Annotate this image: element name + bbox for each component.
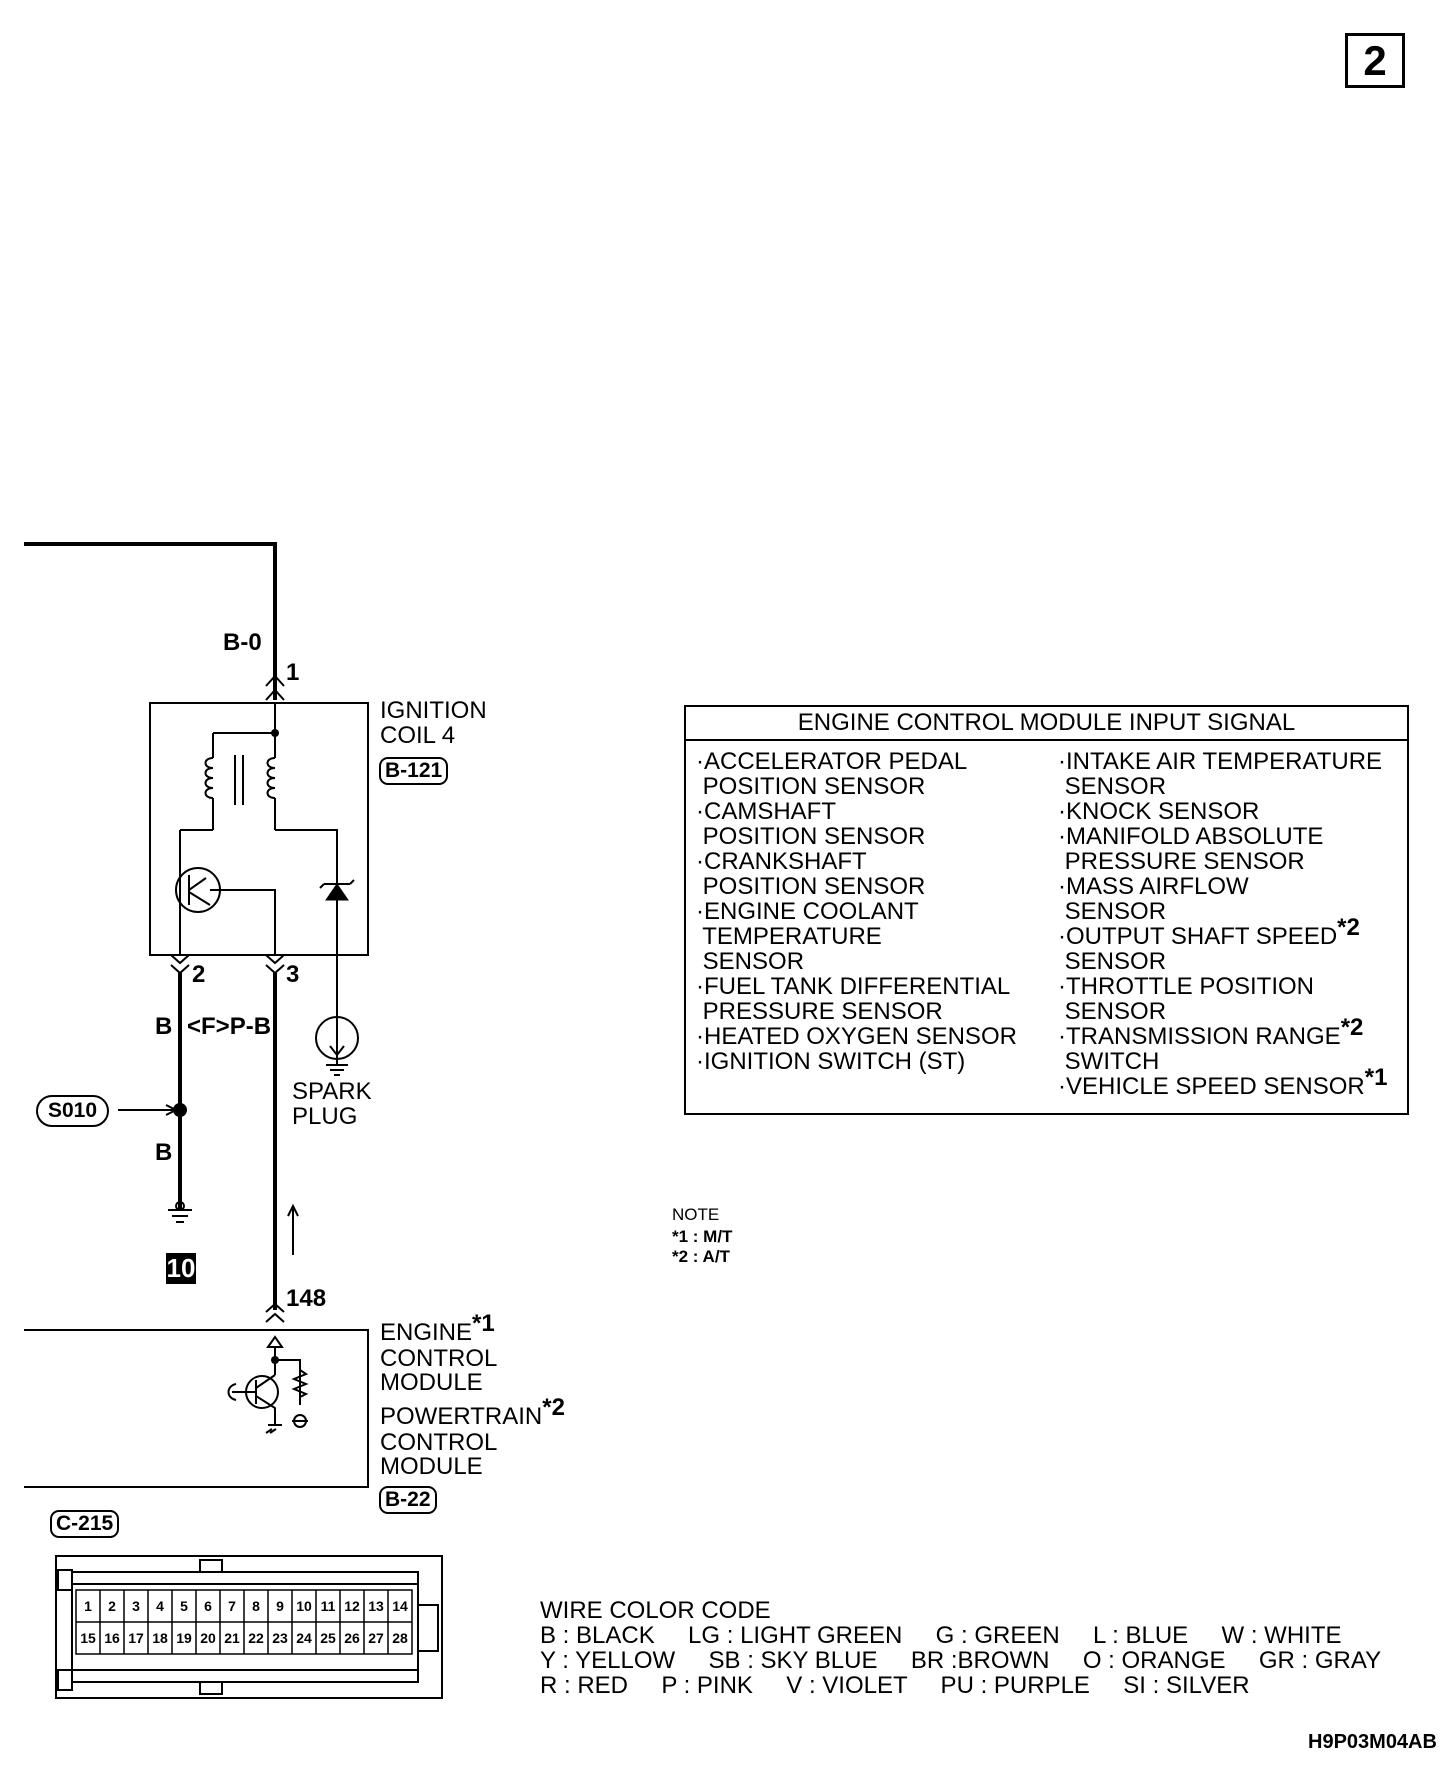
connector-c215: C-215 — [50, 1510, 120, 1538]
spark-plug-label-2: PLUG — [292, 1103, 358, 1130]
pin-label-148: 148 — [286, 1285, 327, 1312]
pin-label-1: 1 — [286, 659, 300, 686]
note-2: *2 : A/T — [672, 1247, 730, 1266]
ecm-label-3: MODULE — [380, 1369, 483, 1396]
c215-pin: 3 — [132, 1598, 140, 1614]
c215-pin: 6 — [204, 1598, 212, 1614]
signal-right-item: SENSOR — [1058, 773, 1167, 800]
signal-right-item: ·MANIFOLD ABSOLUTE — [1058, 823, 1324, 850]
signal-list-right: ·INTAKE AIR TEMPERATURE SENSOR·KNOCK SEN… — [1058, 749, 1387, 1099]
c215-pin: 13 — [368, 1598, 384, 1614]
c215-pin: 21 — [224, 1630, 240, 1646]
c215-pin: 22 — [248, 1630, 264, 1646]
signal-right-item: SENSOR — [1058, 948, 1167, 975]
c215-pin: 5 — [180, 1598, 188, 1614]
c215-pin: 4 — [156, 1598, 164, 1614]
c215-pin: 11 — [320, 1598, 336, 1614]
pcm-label-1: POWERTRAIN*2 — [380, 1394, 565, 1430]
signal-right-item: ·VEHICLE SPEED SENSOR*1 — [1058, 1064, 1388, 1100]
splice-s010: S010 — [36, 1095, 110, 1127]
signal-left-item: SENSOR — [696, 948, 805, 975]
c215-pin: 12 — [344, 1598, 360, 1614]
c215-pin: 16 — [104, 1630, 120, 1646]
c215-pin: 27 — [368, 1630, 384, 1646]
signal-right-item: SWITCH — [1058, 1048, 1160, 1075]
ecm-label-1: ENGINE*1 — [380, 1310, 495, 1346]
wire-label-ground: B — [155, 1139, 173, 1166]
c215-pin: 19 — [176, 1630, 192, 1646]
wire-color-code-line-2: Y : YELLOW SB : SKY BLUE BR :BROWN O : O… — [540, 1647, 1382, 1674]
signal-right-item: ·INTAKE AIR TEMPERATURE — [1058, 748, 1383, 775]
c215-pin: 24 — [296, 1630, 312, 1646]
c215-pin: 8 — [252, 1598, 260, 1614]
signal-list-left: ·ACCELERATOR PEDAL POSITION SENSOR·CAMSH… — [696, 749, 1017, 1074]
signal-left-item: ·CRANKSHAFT — [696, 848, 867, 875]
c215-pin: 20 — [200, 1630, 216, 1646]
c215-pin: 26 — [344, 1630, 360, 1646]
connector-b121: B-121 — [379, 757, 449, 785]
spark-plug-label-1: SPARK — [292, 1078, 372, 1105]
signal-right-item: ·MASS AIRFLOW — [1058, 873, 1249, 900]
signal-left-item: ·FUEL TANK DIFFERENTIAL — [696, 973, 1011, 1000]
c215-pin: 10 — [296, 1598, 312, 1614]
signal-left-item: ·IGNITION SWITCH (ST) — [696, 1048, 966, 1075]
signal-left-item: POSITION SENSOR — [696, 873, 926, 900]
c215-pin: 1 — [84, 1598, 92, 1614]
c215-pin: 17 — [128, 1630, 144, 1646]
pin-label-3: 3 — [286, 961, 300, 988]
note-title: NOTE — [672, 1205, 720, 1224]
c215-pin: 15 — [80, 1630, 96, 1646]
ignition-coil-label-2: COIL 4 — [380, 722, 456, 749]
page-number: 2 — [1345, 33, 1405, 88]
pin-label-2: 2 — [192, 961, 206, 988]
diagram-id: H9P03M04AB — [1308, 1731, 1437, 1753]
wire-color-code-title: WIRE COLOR CODE — [540, 1597, 771, 1624]
signal-right-item: ·OUTPUT SHAFT SPEED*2 — [1058, 914, 1360, 950]
ecm-input-signal-box: ENGINE CONTROL MODULE INPUT SIGNAL ·ACCE… — [684, 705, 1409, 1115]
c215-pin: 28 — [392, 1630, 408, 1646]
wire-label-pin3: <F>P-B — [187, 1013, 272, 1040]
c215-pin: 14 — [392, 1598, 408, 1614]
signal-box-title: ENGINE CONTROL MODULE INPUT SIGNAL — [686, 707, 1407, 741]
signal-left-item: POSITION SENSOR — [696, 823, 926, 850]
note-1: *1 : M/T — [672, 1227, 733, 1246]
signal-right-item: ·THROTTLE POSITION — [1058, 973, 1315, 1000]
signal-right-item: ·TRANSMISSION RANGE*2 — [1058, 1014, 1364, 1050]
signal-right-item: SENSOR — [1058, 898, 1167, 925]
signal-right-item: PRESSURE SENSOR — [1058, 848, 1305, 875]
signal-right-item: SENSOR — [1058, 998, 1167, 1025]
c215-pin: 7 — [228, 1598, 236, 1614]
signal-left-item: POSITION SENSOR — [696, 773, 926, 800]
signal-left-item: ·ENGINE COOLANT — [696, 898, 919, 925]
c215-pin: 18 — [152, 1630, 168, 1646]
c215-pin: 23 — [272, 1630, 288, 1646]
signal-right-item: ·KNOCK SENSOR — [1058, 798, 1260, 825]
wire-color-code-line-1: B : BLACK LG : LIGHT GREEN G : GREEN L :… — [540, 1622, 1342, 1649]
wire-label-pin2: B — [155, 1013, 173, 1040]
signal-left-item: ·CAMSHAFT — [696, 798, 836, 825]
ignition-coil-label-1: IGNITION — [380, 697, 487, 724]
ecm-label-2: CONTROL — [380, 1345, 498, 1372]
ground-number: 10 — [166, 1253, 196, 1284]
wire-label-top: B-0 — [223, 629, 262, 656]
signal-left-item: ·HEATED OXYGEN SENSOR — [696, 1023, 1017, 1050]
signal-left-item: ·ACCELERATOR PEDAL — [696, 748, 968, 775]
connector-b22: B-22 — [379, 1486, 437, 1514]
c215-pin: 9 — [276, 1598, 284, 1614]
c215-pin: 2 — [108, 1598, 116, 1614]
c215-pin: 25 — [320, 1630, 336, 1646]
signal-left-item: TEMPERATURE — [696, 923, 882, 950]
pcm-label-3: MODULE — [380, 1453, 483, 1480]
pcm-label-2: CONTROL — [380, 1429, 498, 1456]
wire-color-code-line-3: R : RED P : PINK V : VIOLET PU : PURPLE … — [540, 1672, 1250, 1699]
signal-left-item: PRESSURE SENSOR — [696, 998, 943, 1025]
